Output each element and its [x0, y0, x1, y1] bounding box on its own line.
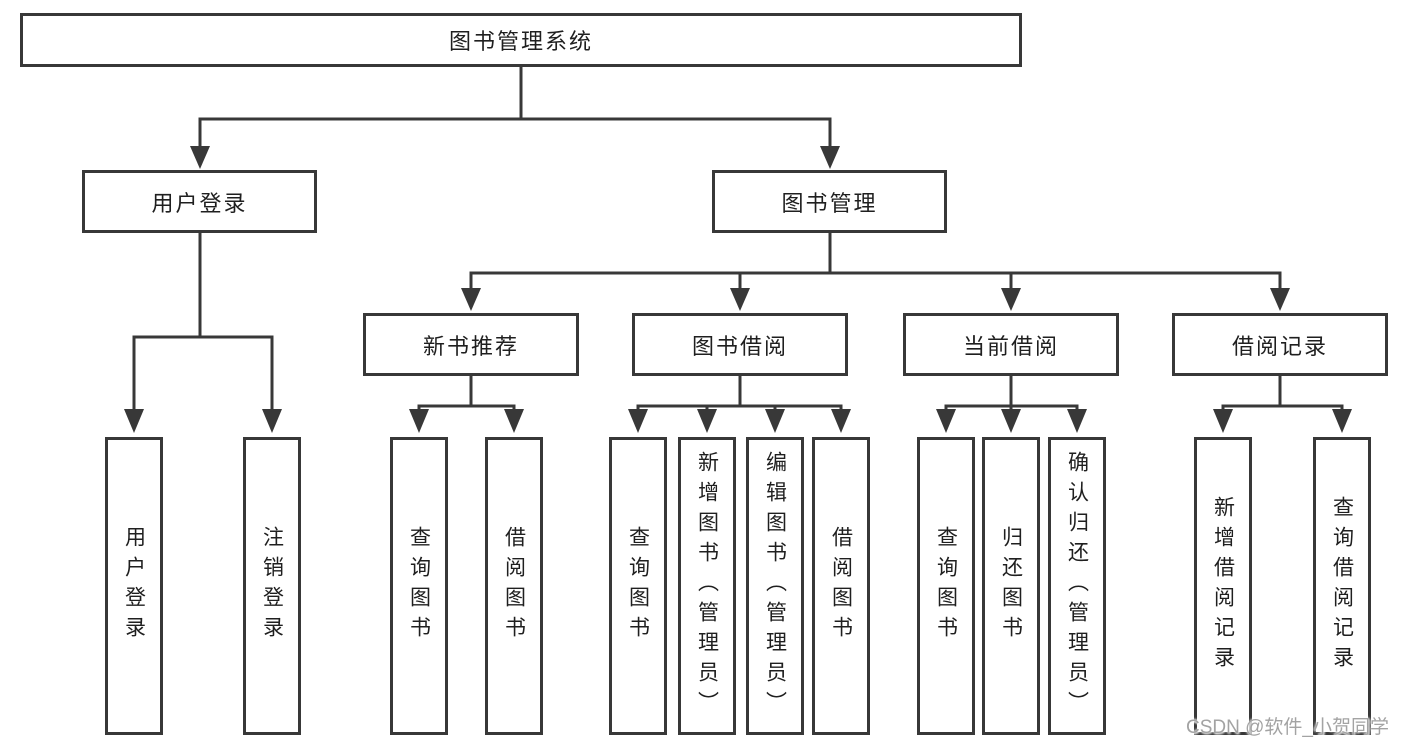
node-book-management: 图书管理: [712, 170, 947, 233]
leaf-records-add-label: 新增借阅记录: [1211, 496, 1235, 676]
node-root-label: 图书管理系统: [448, 29, 593, 54]
leaf-current-query: 查询图书: [917, 437, 975, 735]
node-new-book-recommend: 新书推荐: [363, 313, 579, 376]
leaf-borrow-edit-admin-label: 编辑图书（管理员）: [763, 451, 787, 721]
node-user-login: 用户登录: [82, 170, 317, 233]
leaf-user-login-label: 用户登录: [122, 526, 146, 646]
leaf-borrow-add-admin: 新增图书（管理员）: [678, 437, 736, 735]
leaf-current-confirm-return-admin-label: 确认归还（管理员）: [1065, 451, 1089, 721]
leaf-borrow-add-admin-label: 新增图书（管理员）: [695, 451, 719, 721]
leaf-records-add: 新增借阅记录: [1194, 437, 1252, 735]
leaf-records-query: 查询借阅记录: [1313, 437, 1371, 735]
leaf-current-confirm-return-admin: 确认归还（管理员）: [1048, 437, 1106, 735]
node-book-management-label: 图书管理: [781, 190, 878, 216]
leaf-newbooks-borrow-label: 借阅图书: [502, 526, 526, 646]
leaf-logout-label: 注销登录: [260, 526, 284, 646]
leaf-user-login: 用户登录: [105, 437, 163, 735]
leaf-newbooks-borrow: 借阅图书: [485, 437, 543, 735]
node-root: 图书管理系统: [20, 13, 1022, 67]
node-book-borrow: 图书借阅: [632, 313, 848, 376]
leaf-records-query-label: 查询借阅记录: [1330, 496, 1354, 676]
leaf-borrow-borrow: 借阅图书: [812, 437, 870, 735]
node-borrow-records: 借阅记录: [1172, 313, 1388, 376]
leaf-newbooks-query: 查询图书: [390, 437, 448, 735]
leaf-borrow-query-label: 查询图书: [626, 526, 650, 646]
node-user-login-label: 用户登录: [151, 190, 248, 216]
node-current-borrow: 当前借阅: [903, 313, 1119, 376]
leaf-current-return-label: 归还图书: [999, 526, 1023, 646]
leaf-logout: 注销登录: [243, 437, 301, 735]
node-new-book-recommend-label: 新书推荐: [422, 333, 519, 359]
leaf-borrow-edit-admin: 编辑图书（管理员）: [746, 437, 804, 735]
node-borrow-records-label: 借阅记录: [1231, 333, 1328, 359]
node-book-borrow-label: 图书借阅: [691, 333, 788, 359]
leaf-borrow-query: 查询图书: [609, 437, 667, 735]
csdn-watermark: CSDN @软件_小贺同学: [1186, 717, 1389, 738]
leaf-current-return: 归还图书: [982, 437, 1040, 735]
node-current-borrow-label: 当前借阅: [962, 333, 1059, 359]
leaf-newbooks-query-label: 查询图书: [407, 526, 431, 646]
leaf-borrow-borrow-label: 借阅图书: [829, 526, 853, 646]
leaf-current-query-label: 查询图书: [934, 526, 958, 646]
